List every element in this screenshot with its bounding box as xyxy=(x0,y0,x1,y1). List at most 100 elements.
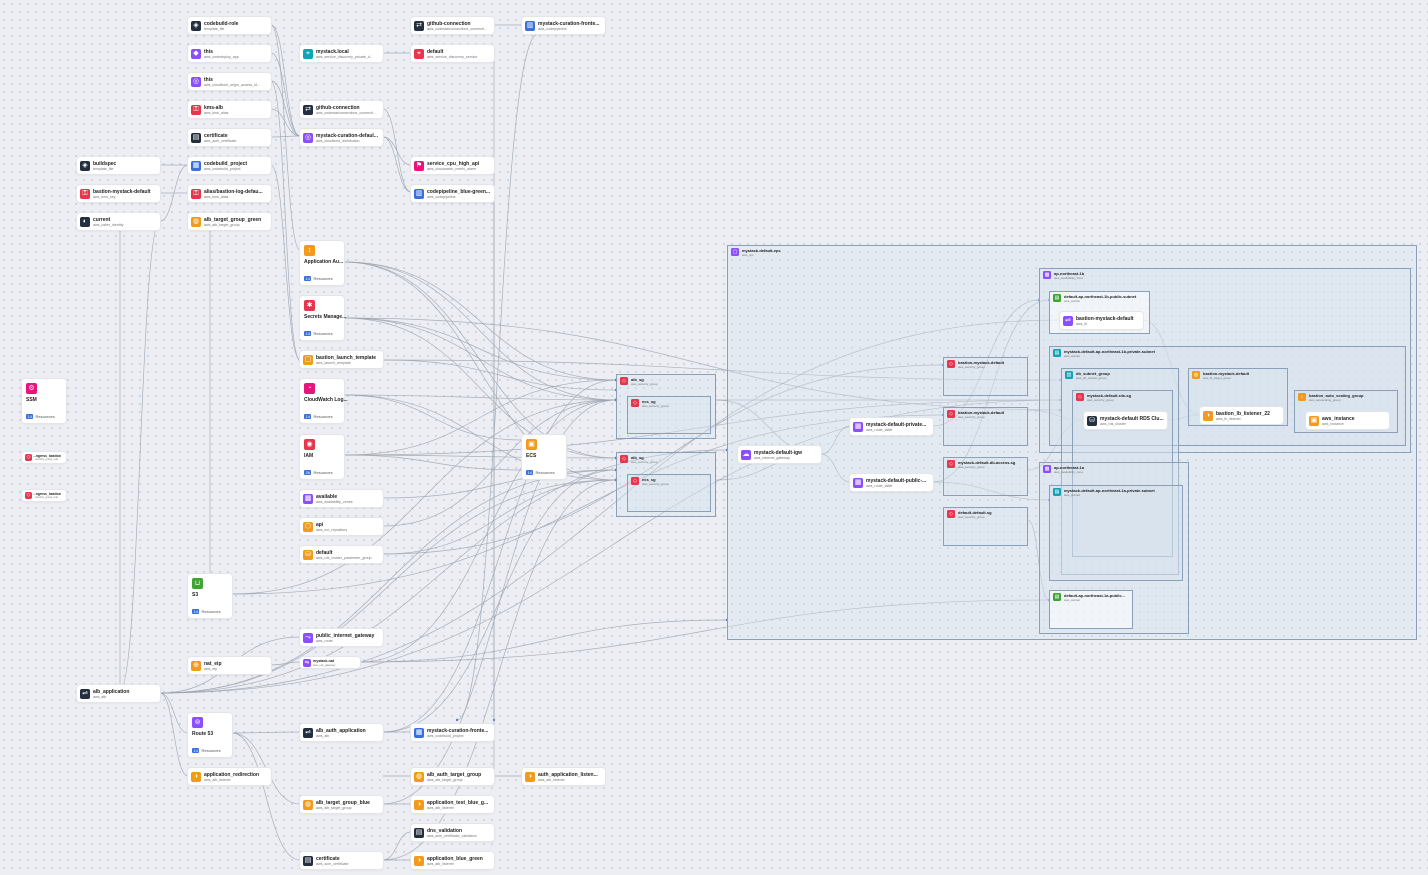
edge xyxy=(231,414,944,595)
edge xyxy=(270,164,301,361)
template-icon: ◈ xyxy=(191,20,201,31)
node-rds-cluster[interactable]: ⛁mystack-default RDS Clu...aws_rds_clust… xyxy=(1084,412,1167,429)
node-ingress-bastion-1[interactable]: ◇...ngress_bastion...security_group_rule xyxy=(22,452,66,463)
node-curation-cloudfront[interactable]: ◎mystack-curation-defaul...aws_cloudfron… xyxy=(300,129,383,146)
service-title: Secrets Manage... xyxy=(304,314,347,320)
edge xyxy=(343,261,617,401)
rds-icon: ⛁ xyxy=(1087,415,1097,426)
kms-icon: ⚿ xyxy=(80,188,90,199)
edge xyxy=(932,299,1040,427)
cloudfront-icon: ◎ xyxy=(191,76,201,87)
ssm-icon: ⚙ xyxy=(26,383,37,394)
node-application-test-blue-green[interactable]: ◑application_test_blue_g...aws_alb_liste… xyxy=(411,796,494,813)
edge xyxy=(382,469,617,499)
edge xyxy=(343,261,617,381)
security-group-icon: ◇ xyxy=(947,410,955,418)
kms-icon: ⚿ xyxy=(191,104,201,115)
codebuild-icon: ▦ xyxy=(191,160,201,171)
cloudwatch-icon: ◔ xyxy=(304,383,315,394)
node-alias-bastion-log[interactable]: ⚿alias/bastion-log-defau...aws_kms_alias xyxy=(188,185,271,202)
node-public-route-table[interactable]: ▦mystack-default-public-...aws_route_tab… xyxy=(850,474,933,491)
node-auth-application-listener[interactable]: ◑auth_application_listen...aws_alb_liste… xyxy=(522,768,605,785)
edge xyxy=(382,136,412,166)
edge xyxy=(382,831,412,861)
edge xyxy=(456,33,539,721)
listener-icon: ◑ xyxy=(414,855,424,866)
az-icon: ▩ xyxy=(303,493,313,504)
edge-endpoint xyxy=(455,718,459,722)
group-private-subnet-1b[interactable]: ▤mystack-default-ap-northeast-1b-private… xyxy=(1049,346,1406,446)
edge xyxy=(343,394,617,401)
edge xyxy=(119,220,161,691)
vpc-icon: ▢ xyxy=(731,248,739,256)
edge xyxy=(343,454,617,459)
edge xyxy=(343,379,617,456)
group-private-subnet-1a[interactable]: ▤mystack-default-ap-northeast-1a-private… xyxy=(1049,485,1183,581)
target-group-icon: ◍ xyxy=(303,799,313,810)
group-public-subnet-1a[interactable]: ▤default-ap-northeast-1a-public...aws_su… xyxy=(1049,590,1133,629)
security-group-icon: ◇ xyxy=(1076,393,1084,401)
codepipeline-icon: ▥ xyxy=(414,188,424,199)
security-group-icon: ◇ xyxy=(25,492,32,499)
edge xyxy=(382,399,617,805)
edge xyxy=(343,261,617,459)
codebuild-icon: ▦ xyxy=(414,727,424,738)
node-curation-pipeline[interactable]: ▥mystack-curation-fronte...aws_codepipel… xyxy=(522,17,605,34)
node-curation-codebuild[interactable]: ▦mystack-curation-fronte...aws_codebuild… xyxy=(411,724,494,741)
node-codepipeline-blue-green[interactable]: ▥codepipeline_blue-green...aws_codepipel… xyxy=(411,185,494,202)
node-ingress-bastion-2[interactable]: ◇...ngress_bastion...security_group_rule xyxy=(22,490,66,501)
template-icon: ◈ xyxy=(80,160,90,171)
node-private-route-table[interactable]: ▦mystack-default-private...aws_route_tab… xyxy=(850,418,933,435)
